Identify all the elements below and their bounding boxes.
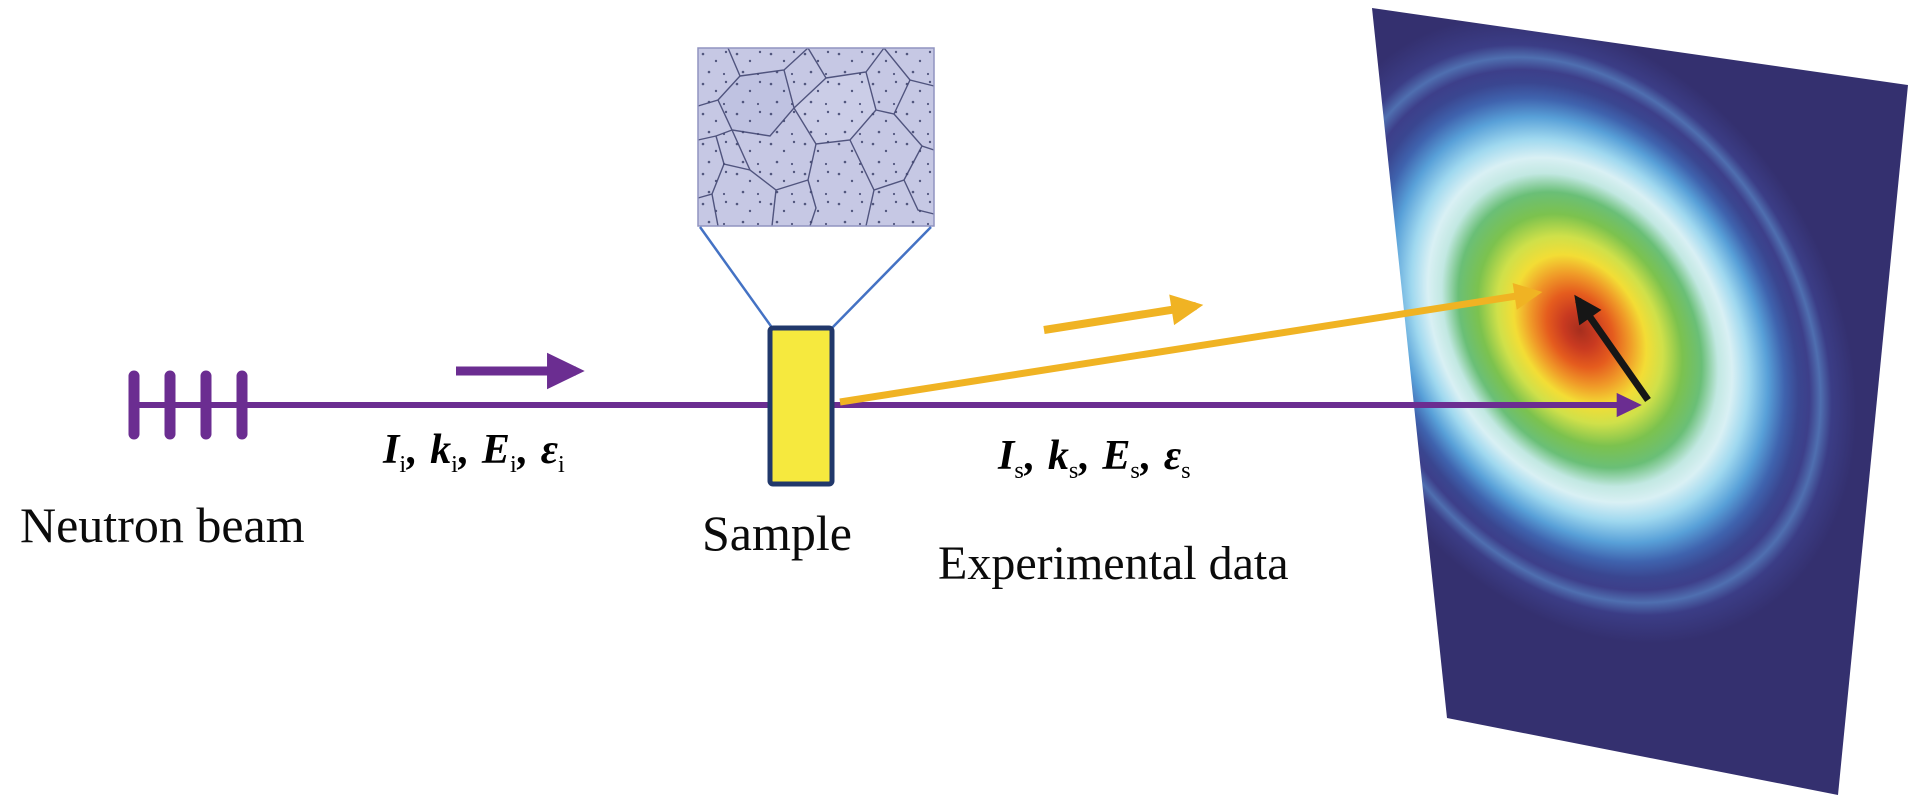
inset-callout-lines <box>698 226 932 330</box>
scattered-symbol-epsilon: ε <box>1163 433 1182 479</box>
sample-inset-micrograph <box>697 47 935 227</box>
scattered-beam-arrow <box>839 282 1543 406</box>
incident-sub-I: i <box>399 451 407 479</box>
incident-sub-epsilon: i <box>557 451 565 479</box>
q-vector-arrow <box>1574 294 1651 403</box>
micrograph-speckle-texture <box>698 48 934 226</box>
scattered-sub-epsilon: s <box>1181 457 1191 485</box>
incident-sub-E: i <box>509 451 517 479</box>
incident-sub-k: i <box>451 451 458 479</box>
scattered-sub-k: s <box>1068 457 1079 485</box>
scattered-symbol-E: E <box>1102 433 1131 479</box>
neutron-beam-caption: Neutron beam <box>20 497 305 553</box>
neutron-beam <box>128 352 1642 440</box>
scattered-sub-E: s <box>1130 457 1140 485</box>
scattered-symbol-k: k <box>1047 433 1069 479</box>
experimental-data-caption: Experimental data <box>938 537 1289 590</box>
detector-panel <box>1372 8 1908 795</box>
incident-beam-label: Ii, ki, Ei, εi <box>383 427 565 479</box>
scattered-beam-label: Is, ks, Es, εs <box>998 433 1191 485</box>
incident-symbol-E: E <box>481 427 510 473</box>
scattering-pattern-image <box>1372 8 1908 795</box>
incident-symbol-I: I <box>383 427 400 473</box>
incident-symbol-epsilon: ε <box>540 427 558 473</box>
scattered-sub-I: s <box>1014 457 1024 485</box>
incident-symbol-k: k <box>430 427 452 473</box>
scattered-symbol-I: I <box>998 433 1015 479</box>
neutron-source-ticks <box>128 370 248 440</box>
scattered-direction-arrow <box>1043 294 1204 334</box>
scattered-beam <box>839 282 1543 406</box>
sample-rect <box>767 325 835 487</box>
sample-caption: Sample <box>702 505 852 561</box>
